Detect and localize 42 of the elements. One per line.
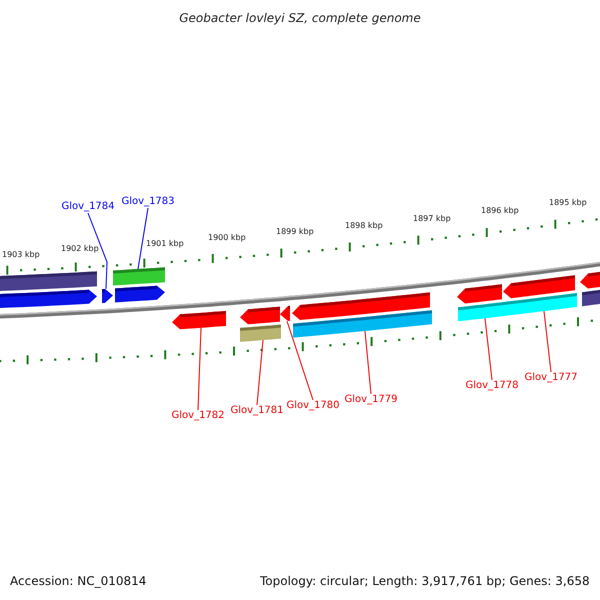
leader-line: [484, 318, 492, 380]
gene-label: Glov_1780: [286, 401, 340, 411]
gene-label: Glov_1778: [466, 381, 519, 391]
gene-label: Glov_1782: [172, 411, 225, 421]
scale-label: 1898 kbp: [345, 222, 383, 230]
gene-bar: [113, 267, 165, 286]
gene-bar: [582, 290, 600, 306]
gene-label: Glov_1784: [62, 202, 115, 212]
gene-bar: [458, 302, 505, 322]
gene-label: Glov_1781: [230, 406, 284, 416]
gene-block: [240, 306, 280, 324]
gene-bar: [0, 271, 97, 291]
gene-block: [503, 275, 575, 298]
gene-label: Glov_1779: [344, 395, 398, 405]
leader-line: [256, 340, 264, 406]
scale-label: 1902 kbp: [61, 245, 99, 253]
gene-block: [102, 288, 113, 304]
gene-block: [115, 286, 165, 302]
scale-label: 1899 kbp: [276, 228, 314, 236]
gene-bar: [505, 293, 577, 316]
accession-label: Accession: NC_010814: [10, 575, 146, 587]
gene-block: [580, 272, 600, 288]
scale-label: 1901 kbp: [146, 240, 184, 248]
gene-label: Glov_1783: [122, 197, 175, 207]
title: Geobacter lovleyi SZ, complete genome: [178, 12, 422, 24]
scale-label: 1896 kbp: [481, 207, 519, 215]
scale-label: 1897 kbp: [413, 215, 451, 223]
genome-info-label: Topology: circular; Length: 3,917,761 bp; Genes: 3,658: [260, 575, 590, 587]
gene-block: [280, 306, 290, 321]
scale-label: 1895 kbp: [549, 199, 587, 207]
gene-block: [457, 284, 502, 304]
scale-label: 1900 kbp: [208, 234, 246, 242]
leader-line: [364, 330, 372, 394]
gene-bar: [240, 324, 281, 342]
leader-line: [88, 212, 108, 290]
gene-block: [0, 290, 97, 308]
leader-line: [138, 208, 148, 270]
gene-bar: [293, 310, 432, 338]
scale-label: 1903 kbp: [2, 251, 40, 259]
gene-block: [172, 311, 226, 330]
leader-line: [198, 327, 202, 410]
gene-label: Glov_1777: [524, 373, 578, 383]
